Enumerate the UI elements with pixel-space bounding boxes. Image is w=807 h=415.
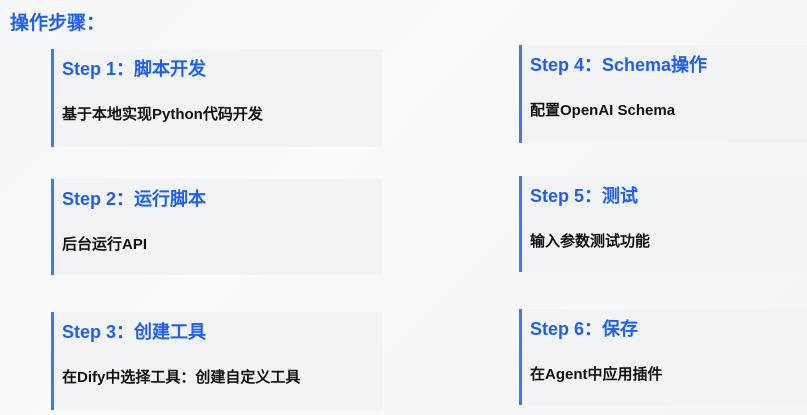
step-desc: 后台运行API <box>62 236 148 253</box>
step-title: Step 3：创建工具 <box>62 322 207 342</box>
step-title: Step 4：Schema操作 <box>530 55 708 75</box>
step-card-1: Step 1：脚本开发 基于本地实现Python代码开发 <box>51 49 382 147</box>
step-desc: 在Dify中选择工具：创建自定义工具 <box>62 369 301 386</box>
step-desc: 输入参数测试功能 <box>530 233 651 250</box>
step-desc: 在Agent中应用插件 <box>530 366 663 383</box>
page-title: 操作步骤： <box>10 13 106 34</box>
step-desc: 基于本地实现Python代码开发 <box>62 106 263 123</box>
step-card-2: Step 2：运行脚本 后台运行API <box>51 179 382 275</box>
step-title: Step 2：运行脚本 <box>62 189 207 209</box>
step-card-5: Step 5：测试 输入参数测试功能 <box>519 176 807 272</box>
step-card-3: Step 3：创建工具 在Dify中选择工具：创建自定义工具 <box>51 312 382 410</box>
step-title: Step 5：测试 <box>530 186 639 206</box>
step-desc: 配置OpenAI Schema <box>530 102 676 119</box>
step-card-4: Step 4：Schema操作 配置OpenAI Schema <box>519 45 807 143</box>
step-card-6: Step 6：保存 在Agent中应用插件 <box>519 309 807 405</box>
step-title: Step 1：脚本开发 <box>62 59 207 79</box>
step-title: Step 6：保存 <box>530 319 639 339</box>
